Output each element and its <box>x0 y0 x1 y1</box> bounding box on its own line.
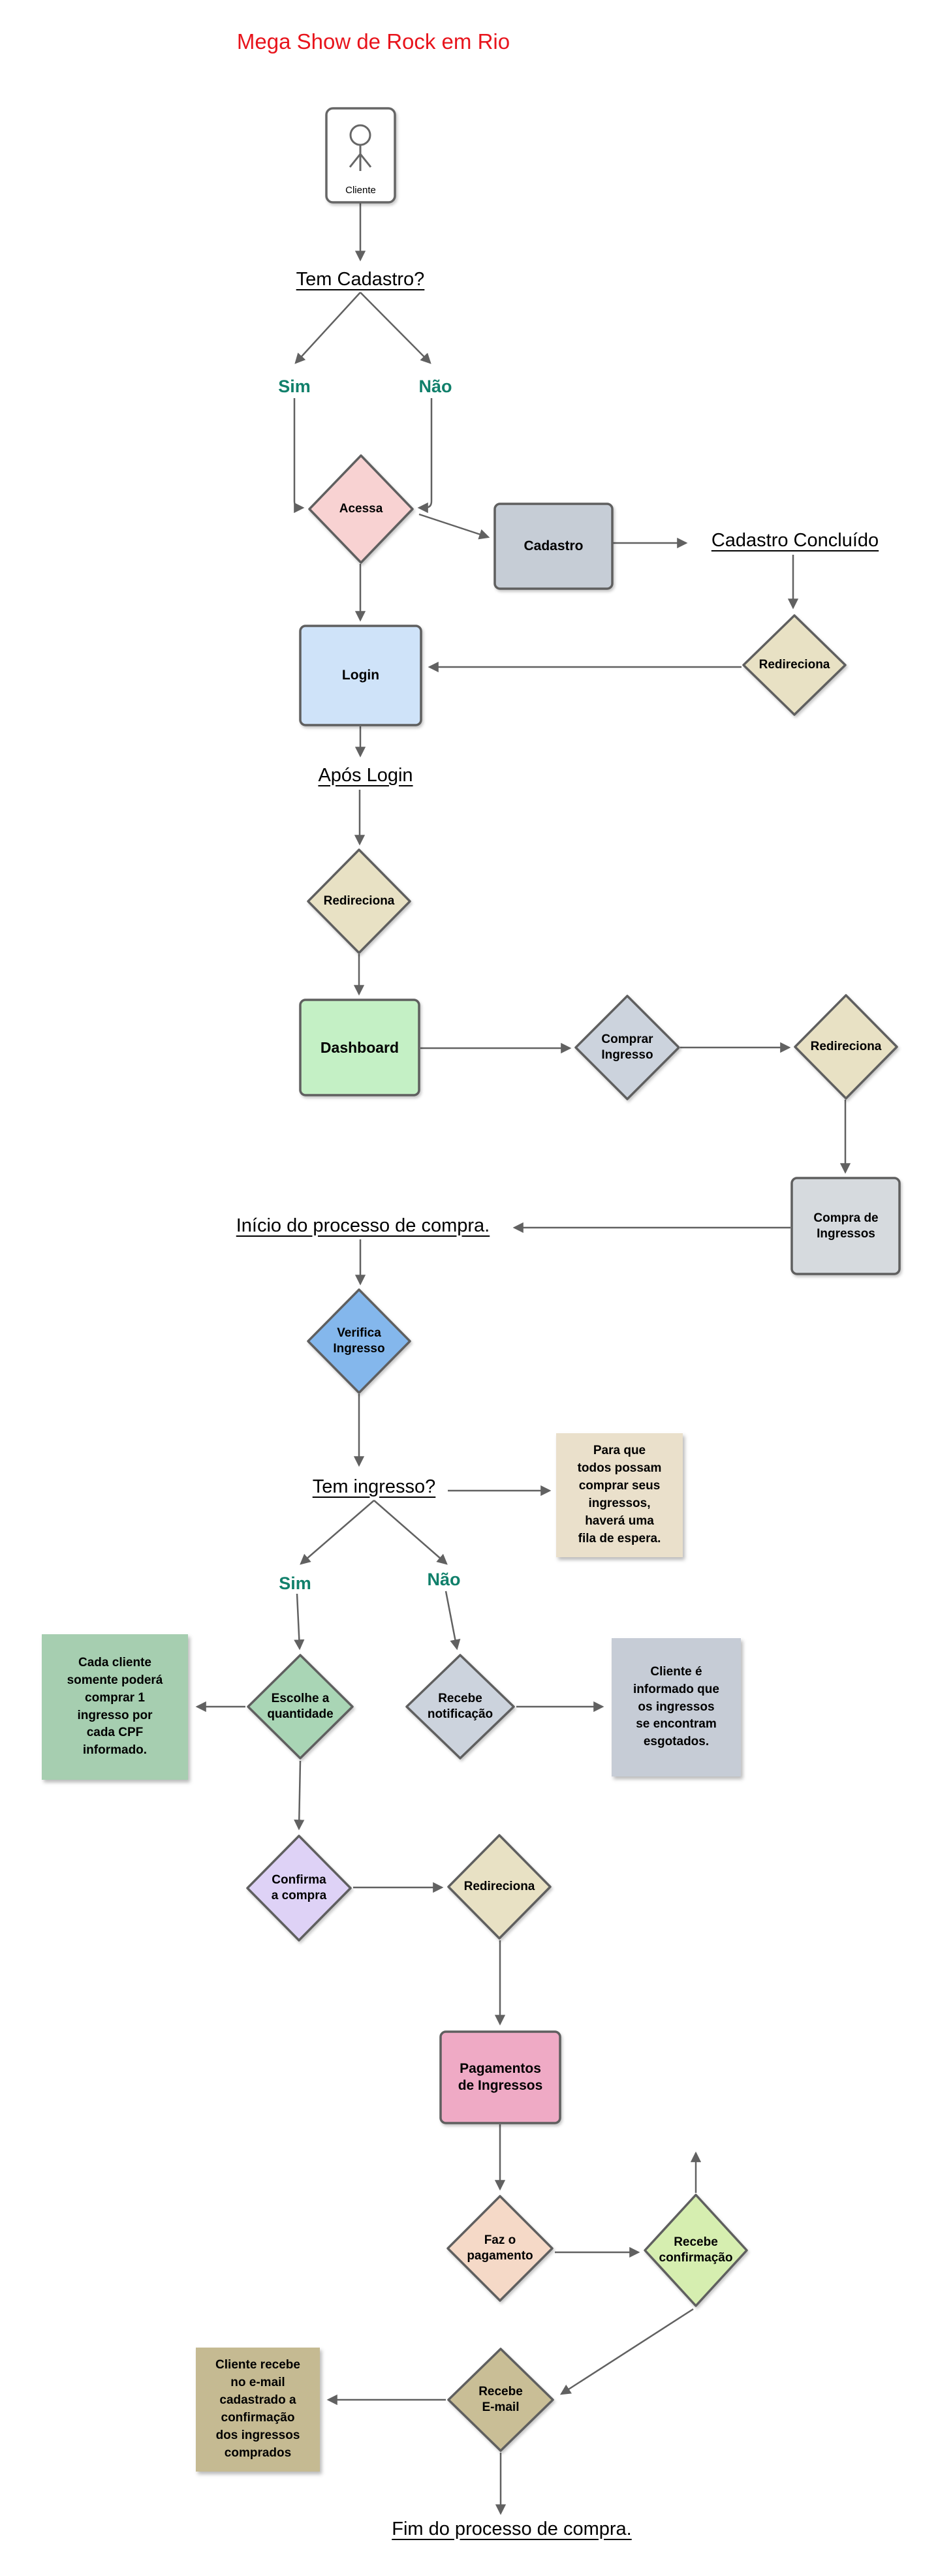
process-compra-de-ingressos[interactable] <box>790 1177 901 1275</box>
decision-confirma-compra[interactable] <box>246 1835 352 1942</box>
process-login[interactable] <box>299 625 422 726</box>
decision-faz-pagamento[interactable] <box>446 2195 554 2302</box>
note-limite-cpf[interactable] <box>42 1634 188 1780</box>
edge-escolhe-confirma[interactable] <box>294 1760 305 1831</box>
decision-acessa[interactable] <box>308 454 414 564</box>
decision-redireciona-1[interactable] <box>742 614 847 716</box>
decision-recebe-email[interactable] <box>447 2348 554 2452</box>
edge-acessa-cadastro[interactable] <box>418 513 490 540</box>
decision-verifica-ingresso[interactable] <box>307 1288 411 1394</box>
process-cadastro[interactable] <box>493 503 614 590</box>
decision-redireciona-3[interactable] <box>794 994 898 1100</box>
edge-split2-nao[interactable] <box>373 1500 448 1565</box>
edge-split-nao[interactable] <box>360 292 431 364</box>
decision-escolhe-quantidade[interactable] <box>247 1654 354 1760</box>
edge-sim-escolhe[interactable] <box>294 1593 305 1651</box>
edge-nao-acessa[interactable] <box>417 398 433 514</box>
person-icon <box>349 124 372 171</box>
decision-redireciona-4[interactable] <box>447 1834 552 1940</box>
note-fila-de-espera[interactable] <box>556 1433 683 1557</box>
edge-sim-acessa[interactable] <box>293 398 305 514</box>
edges <box>195 202 851 2515</box>
edge-recebeconf-email[interactable] <box>559 2308 694 2395</box>
note-esgotados[interactable] <box>612 1638 741 1777</box>
process-dashboard[interactable] <box>299 999 420 1096</box>
decision-redireciona-2[interactable] <box>307 848 411 954</box>
decision-recebe-confirmacao[interactable] <box>644 2194 748 2307</box>
process-pagamentos[interactable] <box>439 2030 561 2124</box>
edge-split2-sim[interactable] <box>300 1500 375 1565</box>
edge-split-sim[interactable] <box>294 292 361 364</box>
edge-nao-notificacao[interactable] <box>445 1591 461 1651</box>
note-email-confirmacao[interactable] <box>196 2348 320 2472</box>
decision-comprar-ingresso[interactable] <box>574 995 680 1100</box>
actor-cliente[interactable] <box>325 107 396 204</box>
decision-recebe-notificacao[interactable] <box>405 1654 515 1760</box>
